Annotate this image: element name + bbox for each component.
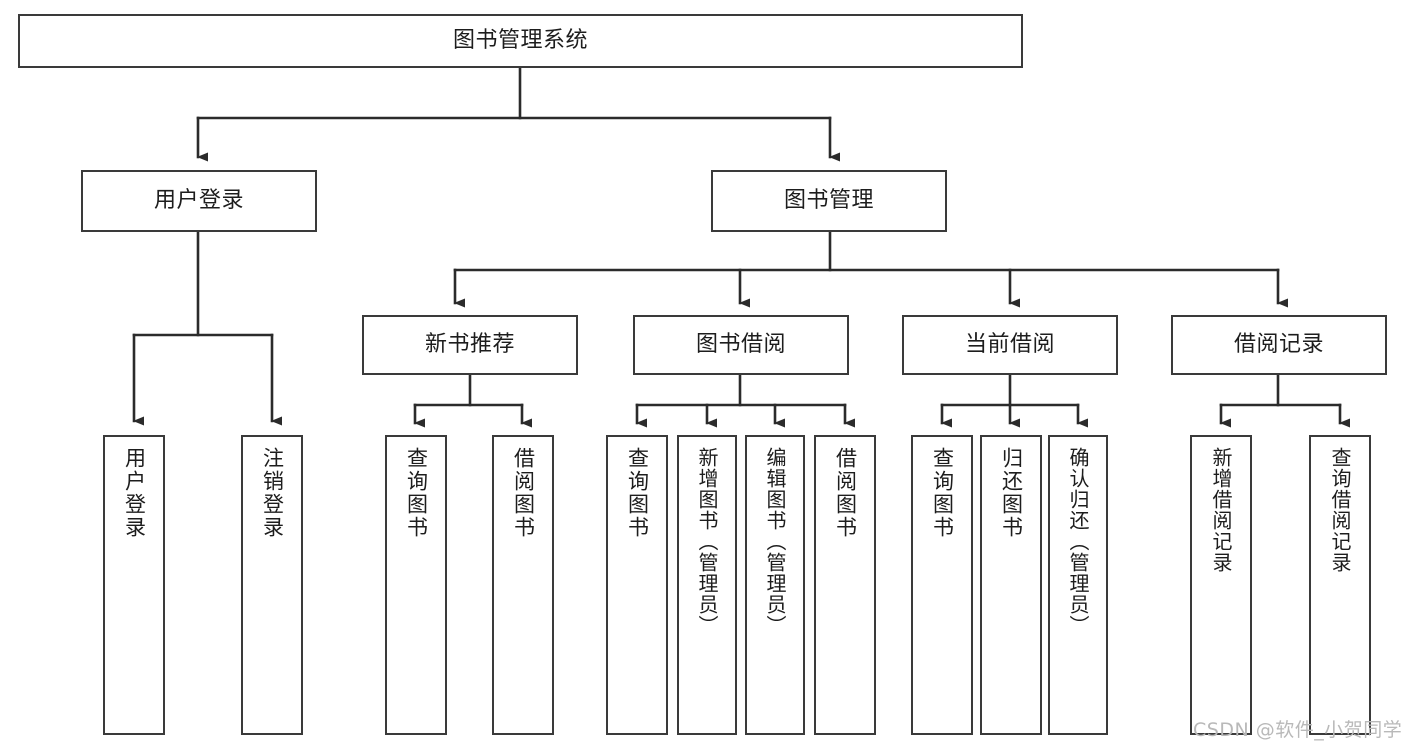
node-label: 新书推荐 — [424, 331, 515, 357]
node-label: 查询图书 — [404, 447, 429, 539]
node-label: 归还图书 — [999, 447, 1024, 539]
leaf-logout-login[interactable]: 注销登录 — [241, 435, 303, 735]
node-label: 用户登录 — [153, 187, 244, 213]
node-label: 编辑图书（管理员） — [763, 447, 787, 636]
csdn-watermark: CSDN @软件_小贺同学 — [1193, 719, 1403, 741]
node-label: 借阅图书 — [833, 447, 858, 539]
leaf-query-book-borrowing[interactable]: 查询图书 — [606, 435, 668, 735]
node-label: 查询图书 — [930, 447, 955, 539]
node-user-login[interactable]: 用户登录 — [81, 170, 317, 232]
node-label: 当前借阅 — [964, 331, 1055, 357]
leaf-add-book-admin[interactable]: 新增图书（管理员） — [677, 435, 737, 735]
leaf-edit-book-admin[interactable]: 编辑图书（管理员） — [745, 435, 805, 735]
leaf-query-book-current[interactable]: 查询图书 — [911, 435, 973, 735]
node-label: 确认归还（管理员） — [1066, 447, 1090, 636]
node-label: 图书借阅 — [695, 331, 786, 357]
node-new-book-recommendation[interactable]: 新书推荐 — [362, 315, 578, 375]
leaf-user-login[interactable]: 用户登录 — [103, 435, 165, 735]
node-label: 用户登录 — [122, 447, 147, 539]
node-root-book-management-system[interactable]: 图书管理系统 — [18, 14, 1023, 68]
leaf-query-book-recommendation[interactable]: 查询图书 — [385, 435, 447, 735]
node-label: 借阅图书 — [511, 447, 536, 539]
node-borrowing-record[interactable]: 借阅记录 — [1171, 315, 1387, 375]
leaf-borrow-book-borrowing[interactable]: 借阅图书 — [814, 435, 876, 735]
leaf-query-borrow-record[interactable]: 查询借阅记录 — [1309, 435, 1371, 735]
node-label: 新增借阅记录 — [1209, 447, 1233, 573]
leaf-borrow-book-recommendation[interactable]: 借阅图书 — [492, 435, 554, 735]
node-label: 查询借阅记录 — [1328, 447, 1352, 573]
node-book-borrowing[interactable]: 图书借阅 — [633, 315, 849, 375]
node-label: 图书管理系统 — [452, 27, 588, 53]
node-label: 图书管理 — [783, 187, 874, 213]
node-label: 新增图书（管理员） — [695, 447, 719, 636]
leaf-add-borrow-record[interactable]: 新增借阅记录 — [1190, 435, 1252, 735]
leaf-confirm-return-admin[interactable]: 确认归还（管理员） — [1048, 435, 1108, 735]
node-label: 查询图书 — [625, 447, 650, 539]
leaf-return-book[interactable]: 归还图书 — [980, 435, 1042, 735]
node-label: 注销登录 — [260, 447, 285, 539]
node-current-borrowing[interactable]: 当前借阅 — [902, 315, 1118, 375]
node-book-management[interactable]: 图书管理 — [711, 170, 947, 232]
node-label: 借阅记录 — [1233, 331, 1324, 357]
